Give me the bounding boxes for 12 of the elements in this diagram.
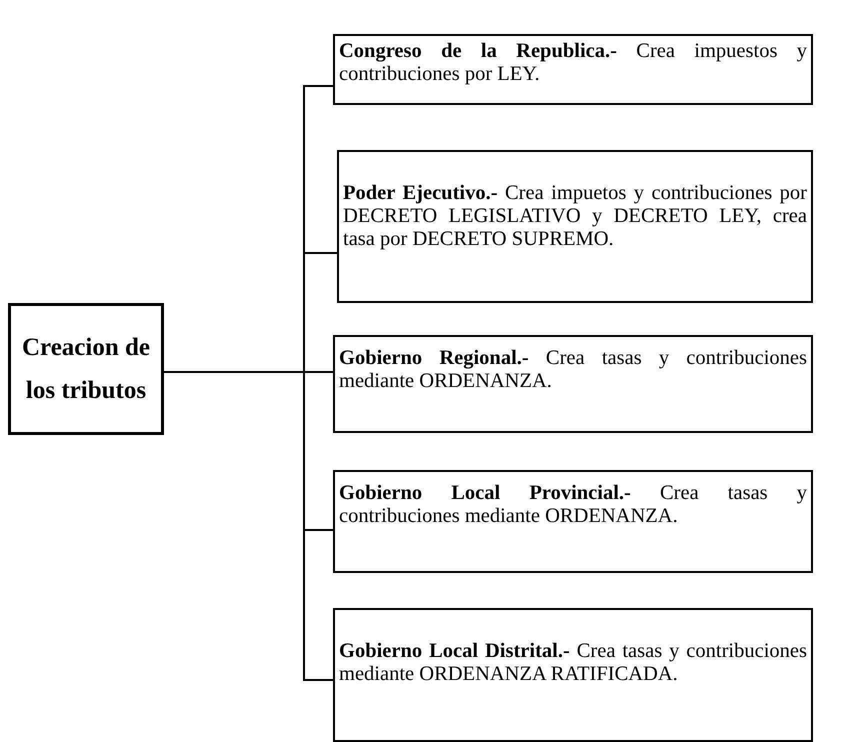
- description-box: [333, 34, 813, 105]
- description-box: [333, 335, 813, 433]
- description-text: Gobierno Local Distrital.- Crea tasas y contribuciones mediante ORDENANZA RATIFICADA.: [339, 640, 807, 686]
- description-box: [333, 608, 813, 742]
- description-box: [333, 470, 813, 573]
- topic-box: [8, 303, 164, 435]
- description-text: Congreso de la Republica.- Crea impuestos y contribuciones por LEY.: [339, 40, 807, 86]
- description-text: Poder Ejecutivo.- Crea impuetos y contribuciones por DECRETO LEGISLATIVO y DECRETO LEY, crea tasa por DECRETO SUPREMO.: [343, 182, 807, 251]
- description-box: [337, 150, 813, 303]
- description-text: Gobierno Local Provincial.- Crea tasas y contribuciones mediante ORDENANZA.: [339, 482, 807, 528]
- description-text: Gobierno Regional.- Crea tasas y contribuciones mediante ORDENANZA.: [339, 347, 807, 393]
- topic-text: Creacion de los tributos: [21, 333, 151, 406]
